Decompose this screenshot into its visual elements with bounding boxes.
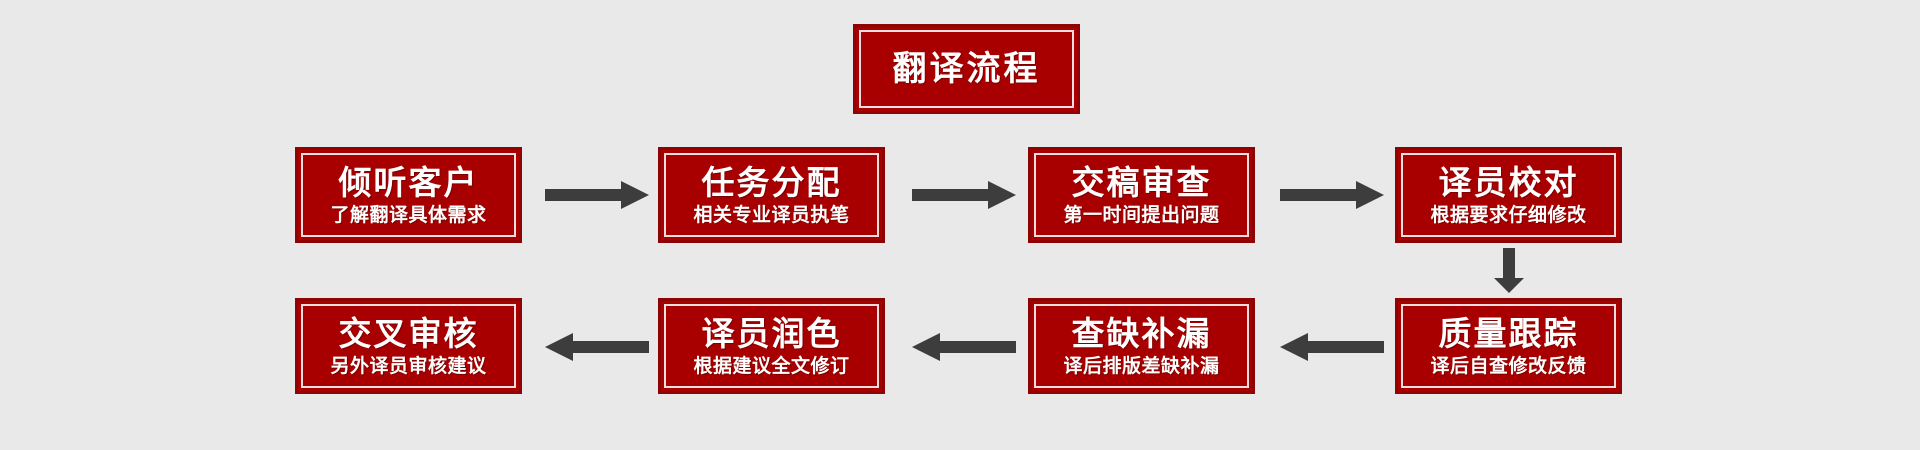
arrow-left-icon bbox=[912, 330, 1016, 364]
step-title: 倾听客户 bbox=[338, 162, 479, 202]
step-title: 交叉审核 bbox=[338, 313, 479, 353]
step-title: 译员润色 bbox=[701, 313, 842, 353]
flowchart-heading-title: 翻译流程 bbox=[892, 49, 1041, 89]
process-step-draft-review: 交稿审查 第一时间提出问题 bbox=[1028, 147, 1255, 243]
process-step-translator-proofreading: 译员校对 根据要求仔细修改 bbox=[1395, 147, 1622, 243]
process-step-gap-filling: 查缺补漏 译后排版差缺补漏 bbox=[1028, 298, 1255, 394]
arrow-right-icon bbox=[545, 178, 649, 212]
step-title: 译员校对 bbox=[1438, 162, 1579, 202]
flowchart-heading-box: 翻译流程 bbox=[853, 24, 1080, 114]
process-step-task-assignment: 任务分配 相关专业译员执笔 bbox=[658, 147, 885, 243]
step-subtitle: 译后排版差缺补漏 bbox=[1063, 354, 1220, 377]
step-subtitle: 根据要求仔细修改 bbox=[1430, 203, 1587, 226]
step-subtitle: 相关专业译员执笔 bbox=[693, 203, 850, 226]
process-step-quality-tracking: 质量跟踪 译后自查修改反馈 bbox=[1395, 298, 1622, 394]
arrow-right-icon bbox=[1280, 178, 1384, 212]
step-title: 查缺补漏 bbox=[1071, 313, 1212, 353]
arrow-left-icon bbox=[1280, 330, 1384, 364]
step-subtitle: 了解翻译具体需求 bbox=[330, 203, 487, 226]
process-step-translator-polishing: 译员润色 根据建议全文修订 bbox=[658, 298, 885, 394]
step-subtitle: 译后自查修改反馈 bbox=[1430, 354, 1587, 377]
step-subtitle: 另外译员审核建议 bbox=[330, 354, 487, 377]
arrow-left-icon bbox=[545, 330, 649, 364]
step-subtitle: 根据建议全文修订 bbox=[693, 354, 850, 377]
step-title: 质量跟踪 bbox=[1438, 313, 1579, 353]
step-subtitle: 第一时间提出问题 bbox=[1063, 203, 1220, 226]
process-step-cross-review: 交叉审核 另外译员审核建议 bbox=[295, 298, 522, 394]
step-title: 任务分配 bbox=[701, 162, 842, 202]
step-title: 交稿审查 bbox=[1071, 162, 1212, 202]
arrow-right-icon bbox=[912, 178, 1016, 212]
arrow-down-icon bbox=[1489, 248, 1529, 293]
process-step-listen-to-client: 倾听客户 了解翻译具体需求 bbox=[295, 147, 522, 243]
